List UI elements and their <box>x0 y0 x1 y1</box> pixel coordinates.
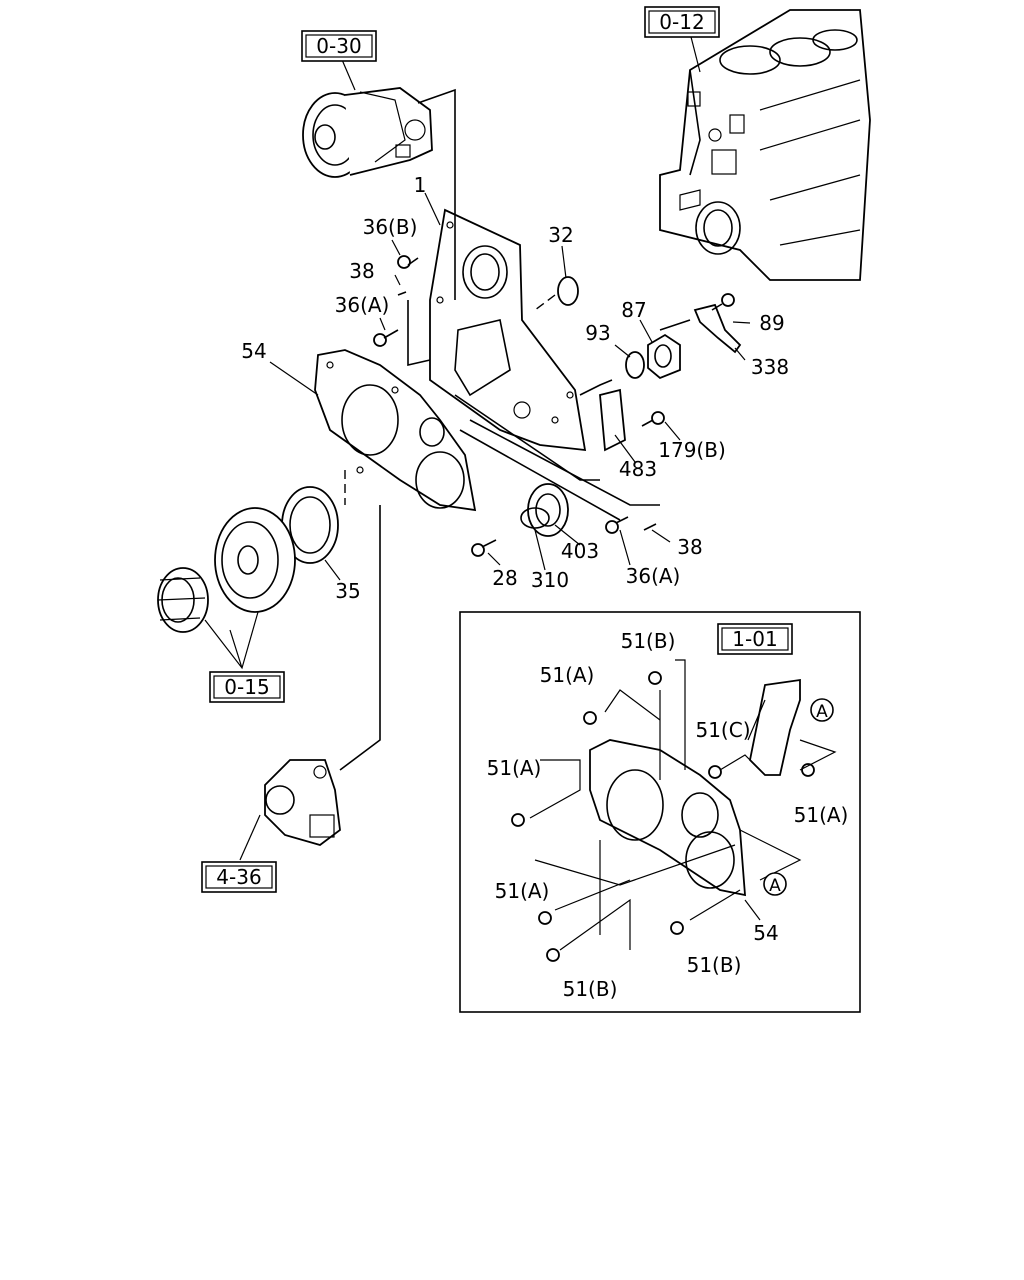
inset-callout-51a-right: 51(A) <box>794 803 849 827</box>
callout-35: 35 <box>335 579 360 603</box>
pump-illustration <box>264 759 341 846</box>
crank-pulley-illustration <box>214 507 296 613</box>
callout-32: 32 <box>548 223 573 247</box>
inset-callout-51a-top: 51(A) <box>540 663 595 687</box>
callout-38-top: 38 <box>349 259 374 283</box>
inset-callout-51b-top: 51(B) <box>621 629 676 653</box>
inset-callout-54: 54 <box>753 921 778 945</box>
bolt-icons <box>373 255 735 557</box>
marker-a-bottom-label: A <box>769 876 781 896</box>
ref-label-pump: 4-36 <box>216 865 261 889</box>
small-pulley-illustration <box>157 567 209 633</box>
callout-36a-bottom: 36(A) <box>626 564 681 588</box>
ref-label-pulleys: 0-15 <box>224 675 269 699</box>
callout-28: 28 <box>492 566 517 590</box>
callout-38-bottom: 38 <box>677 535 702 559</box>
cylinder-block-illustration <box>659 9 871 281</box>
compressor-illustration <box>302 87 433 178</box>
inset-callout-51b-right: 51(B) <box>687 953 742 977</box>
inset-lines <box>529 659 837 951</box>
inset-callout-51a-left: 51(A) <box>487 756 542 780</box>
marker-a-bottom: A <box>763 872 787 896</box>
inset-callout-51a-lower: 51(A) <box>495 879 550 903</box>
callout-1: 1 <box>414 173 427 197</box>
callout-310: 310 <box>531 568 569 592</box>
marker-a-top-label: A <box>816 702 828 722</box>
ref-label-inset: 1-01 <box>732 627 777 651</box>
callout-179b: 179(B) <box>658 438 726 462</box>
inset-frame <box>459 611 861 1013</box>
ref-label-cylinder-block: 0-12 <box>659 10 704 34</box>
ref-box-cylinder-block: 0-12 <box>644 6 720 38</box>
o-rings-illustration <box>557 276 681 380</box>
leader-lines <box>204 32 751 861</box>
ref-box-compressor: 0-30 <box>301 30 377 62</box>
inset-gasket-illustration <box>511 671 815 962</box>
callout-89: 89 <box>759 311 784 335</box>
callout-36a-top: 36(A) <box>335 293 390 317</box>
ref-label-compressor: 0-30 <box>316 34 361 58</box>
ref-box-inset: 1-01 <box>717 623 793 655</box>
gasket-plate-illustration <box>314 349 477 512</box>
inset-callout-51c: 51(C) <box>695 718 750 742</box>
gear-illustration <box>520 483 569 537</box>
inset-callout-51b-bottom: 51(B) <box>563 977 618 1001</box>
ref-box-pump: 4-36 <box>201 861 277 893</box>
callout-36b: 36(B) <box>363 215 418 239</box>
callout-54: 54 <box>241 339 266 363</box>
marker-a-top: A <box>810 698 834 722</box>
timing-gear-case-illustration <box>429 208 587 452</box>
callout-403: 403 <box>561 539 599 563</box>
plate-bracket-illustration <box>599 388 626 452</box>
callout-338: 338 <box>751 355 789 379</box>
ref-box-pulleys: 0-15 <box>209 671 285 703</box>
callout-87: 87 <box>621 298 646 322</box>
callout-93: 93 <box>585 321 610 345</box>
assembly-lines <box>339 88 691 771</box>
callout-483: 483 <box>619 457 657 481</box>
